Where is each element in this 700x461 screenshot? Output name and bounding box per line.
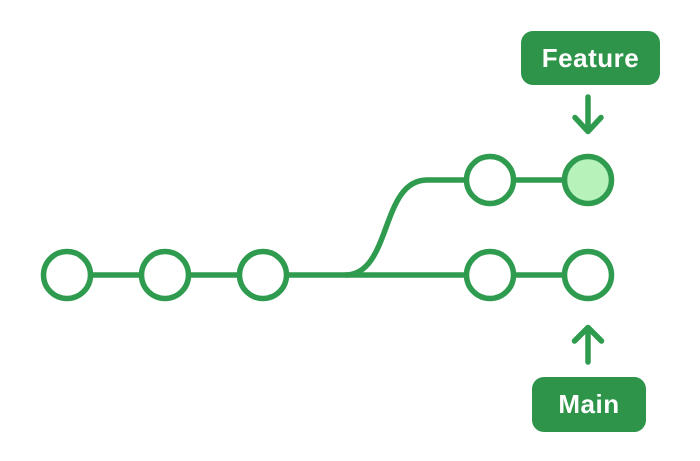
commit-node-main-4 [463, 248, 517, 302]
main-branch-label: Main [532, 377, 646, 432]
up-arrow-icon [571, 324, 605, 365]
feature-branch-label-text: Feature [541, 42, 640, 73]
commit-node-feature-1 [463, 153, 517, 207]
commit-node-main-3 [236, 248, 290, 302]
commit-node-main-head [561, 248, 615, 302]
commit-node-main-2 [138, 248, 192, 302]
down-arrow-icon [572, 94, 604, 135]
commit-node-main-1 [40, 248, 94, 302]
main-branch-label-text: Main [558, 389, 620, 419]
feature-branch-line [344, 177, 588, 278]
feature-branch-label: Feature [521, 31, 660, 85]
commit-node-feature-head-highlighted [561, 153, 615, 207]
